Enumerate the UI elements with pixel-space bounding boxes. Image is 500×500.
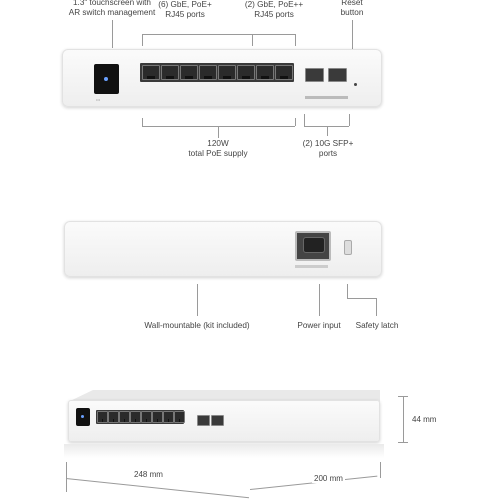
gbe-poe-plus-bracket: [252, 34, 295, 35]
perspective-sfp-1: [197, 415, 210, 426]
touchscreen[interactable]: [94, 64, 119, 94]
switch-perspective-view: [68, 400, 380, 442]
gbe-poe-label: (6) GbE, PoE+ RJ45 ports: [158, 0, 212, 19]
perspective-sfp-2: [211, 415, 224, 426]
switch-shadow: [64, 444, 384, 458]
touchscreen-leader: [112, 20, 113, 48]
poe-supply-label: 120W total PoE supply: [188, 139, 248, 158]
rj45-port-1[interactable]: [142, 65, 160, 80]
switch-rear-view: [64, 221, 382, 277]
gbe-poe-bracket: [142, 34, 252, 35]
screen-indicator: [104, 77, 108, 81]
safety-latch[interactable]: [344, 240, 352, 255]
height-dimension-line: [403, 396, 404, 442]
power-input-socket[interactable]: [295, 231, 331, 261]
reset-label: Reset button: [340, 0, 364, 17]
sfp-led-strip: [305, 96, 348, 99]
rj45-port-3[interactable]: [180, 65, 198, 80]
power-rating-strip: [295, 265, 328, 268]
reset-button[interactable]: [354, 83, 357, 86]
width-dimension: 248 mm: [132, 470, 165, 479]
gbe-poe-plus-label: (2) GbE, PoE++ RJ45 ports: [244, 0, 304, 19]
sfp-label: (2) 10G SFP+ ports: [302, 139, 354, 158]
rj45-port-6[interactable]: [237, 65, 255, 80]
rj45-port-2[interactable]: [161, 65, 179, 80]
rj45-port-7[interactable]: [256, 65, 274, 80]
rj45-port-4[interactable]: [199, 65, 217, 80]
poe-supply-bracket: [142, 118, 143, 126]
perspective-touchscreen: [76, 408, 90, 426]
wall-mount-label: Wall-mountable (kit included): [144, 321, 250, 330]
switch-perspective-top: [68, 390, 380, 402]
height-dimension: 44 mm: [412, 415, 437, 424]
switch-front-view: •••: [62, 49, 382, 107]
touchscreen-label: 1.3" touchscreen with AR switch manageme…: [68, 0, 156, 17]
wall-mount-leader: [197, 284, 198, 316]
brand-mark: •••: [96, 97, 101, 102]
sfp-bracket: [304, 114, 305, 126]
sfp-port-2[interactable]: [328, 68, 347, 82]
sfp-port-1[interactable]: [305, 68, 324, 82]
iec-connector: [303, 237, 325, 253]
depth-dimension: 200 mm: [312, 474, 345, 483]
safety-latch-label: Safety latch: [355, 321, 399, 330]
rj45-port-5[interactable]: [218, 65, 236, 80]
safety-latch-leader: [347, 284, 348, 298]
power-input-leader: [319, 284, 320, 316]
width-dimension-line: [66, 462, 67, 492]
power-input-label: Power input: [297, 321, 341, 330]
rj45-port-8[interactable]: [275, 65, 293, 80]
